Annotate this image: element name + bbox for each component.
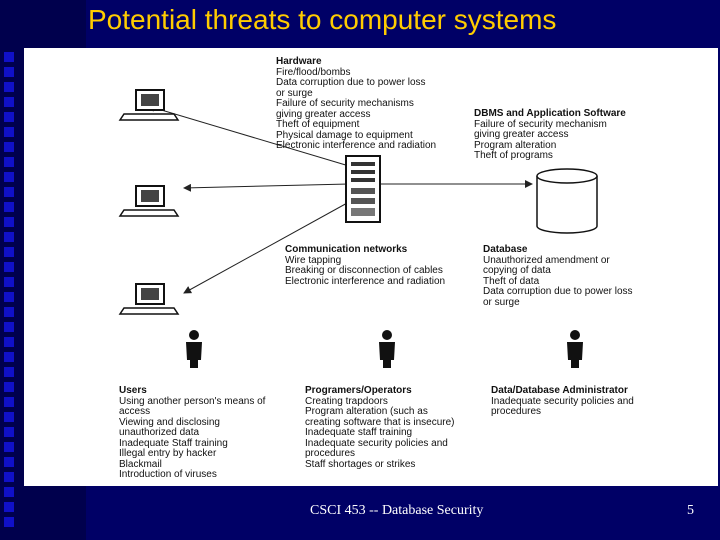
database-heading: Database — [483, 244, 528, 255]
communication-block: Communication networks Wire tapping Brea… — [285, 244, 446, 287]
communication-line: Wire tapping — [285, 254, 342, 266]
decorative-square — [4, 442, 14, 452]
dbms-line: Program alteration — [474, 139, 557, 151]
decorative-square — [4, 127, 14, 137]
decorative-square — [4, 187, 14, 197]
decorative-square — [4, 472, 14, 482]
hardware-line: or surge — [276, 87, 313, 99]
hardware-heading: Hardware — [276, 56, 322, 67]
database-line: Theft of data — [483, 275, 540, 287]
decorative-square — [4, 322, 14, 332]
hardware-line: Theft of equipment — [276, 119, 360, 130]
database-line: Data corruption due to power loss — [483, 286, 633, 297]
programmers-line: Program alteration (such as — [305, 406, 428, 417]
dba-line: procedures — [491, 406, 542, 417]
decorative-square — [4, 502, 14, 512]
decorative-square — [4, 142, 14, 152]
decorative-square — [4, 82, 14, 92]
dbms-line: giving greater access — [474, 129, 569, 140]
users-line: Blackmail — [119, 458, 162, 470]
decorative-square — [4, 397, 14, 407]
decorative-square — [4, 52, 14, 62]
arrow-to-terminal-3 — [183, 201, 350, 294]
dbms-heading: DBMS and Application Software — [474, 108, 626, 119]
decorative-square — [4, 352, 14, 362]
database-line: Unauthorized amendment or — [483, 254, 610, 266]
decorative-square — [4, 157, 14, 167]
database-line: or surge — [483, 296, 520, 308]
database-line: copying of data — [483, 265, 551, 276]
programmers-line: procedures — [305, 448, 356, 459]
decorative-square — [4, 367, 14, 377]
decorative-square — [4, 337, 14, 347]
decorative-square — [4, 382, 14, 392]
decorative-square — [4, 112, 14, 122]
decorative-square — [4, 202, 14, 212]
programmers-line: Inadequate staff training — [305, 427, 413, 438]
hardware-block: Hardware Fire/flood/bombs Data corruptio… — [276, 56, 437, 152]
dba-heading: Data/Database Administrator — [491, 385, 628, 396]
users-line: Inadequate Staff training — [119, 437, 228, 449]
hardware-line: Electronic interference and radiation — [276, 140, 437, 151]
programmers-heading: Programers/Operators — [305, 385, 412, 396]
arrow-to-terminal-2 — [183, 183, 350, 192]
slide-title: Potential threats to computer systems — [88, 4, 557, 35]
footer-course-text: CSCI 453 -- Database Security — [310, 503, 484, 518]
person-icon — [567, 330, 583, 368]
hardware-line: giving greater access — [276, 108, 371, 120]
decorative-square — [4, 67, 14, 77]
programmers-line: Creating trapdoors — [305, 395, 388, 407]
computer-terminal-icon — [118, 283, 180, 315]
users-line: access — [119, 406, 151, 417]
hardware-line: Failure of security mechanisms — [276, 98, 414, 109]
hardware-line: Physical damage to equipment — [276, 129, 413, 141]
decorative-square — [4, 427, 14, 437]
page-number: 5 — [687, 503, 694, 518]
person-icon — [379, 330, 395, 368]
decorative-square — [4, 457, 14, 467]
dbms-block: DBMS and Application Software Failure of… — [474, 108, 626, 162]
decorative-square — [4, 217, 14, 227]
programmers-line: creating software that is insecure) — [305, 416, 455, 428]
communication-line: Breaking or disconnection of cables — [285, 265, 443, 276]
computer-terminal-icon — [118, 185, 180, 217]
programmers-line: Staff shortages or strikes — [305, 458, 416, 470]
decorative-square — [4, 247, 14, 257]
computer-terminal-icon — [118, 89, 180, 121]
decorative-square — [4, 262, 14, 272]
hardware-line: Data corruption due to power loss — [276, 77, 426, 88]
communication-line: Electronic interference and radiation — [285, 275, 446, 287]
dbms-line: Failure of security mechanism — [474, 118, 607, 130]
arrow-to-terminal-1 — [147, 104, 350, 167]
database-block: Database Unauthorized amendment or copyi… — [483, 244, 633, 308]
decorative-square — [4, 97, 14, 107]
server-tower-icon — [345, 155, 381, 223]
users-heading: Users — [119, 385, 147, 396]
dba-block: Data/Database Administrator Inadequate s… — [491, 385, 634, 418]
decorative-square — [4, 277, 14, 287]
users-line: unauthorized data — [119, 427, 200, 438]
decorative-square — [4, 487, 14, 497]
programmers-line: Inadequate security policies and — [305, 437, 448, 449]
diagram-panel: Hardware Fire/flood/bombs Data corruptio… — [24, 48, 718, 486]
decorative-square — [4, 517, 14, 527]
hardware-line: Fire/flood/bombs — [276, 66, 351, 78]
communication-heading: Communication networks — [285, 244, 408, 255]
person-icon — [186, 330, 202, 368]
users-line: Viewing and disclosing — [119, 416, 220, 428]
decorative-square — [4, 232, 14, 242]
decorative-square — [4, 292, 14, 302]
dba-line: Inadequate security policies and — [491, 395, 634, 407]
database-cylinder-icon — [536, 168, 598, 234]
users-line: Using another person's means of — [119, 395, 266, 407]
diagram-graphics — [118, 89, 598, 368]
decorative-square — [4, 172, 14, 182]
users-line: Illegal entry by hacker — [119, 448, 217, 459]
dbms-line: Theft of programs — [474, 150, 553, 161]
decorative-square — [4, 307, 14, 317]
users-block: Users Using another person's means of ac… — [119, 385, 266, 481]
decorative-square — [4, 412, 14, 422]
users-line: Introduction of viruses — [119, 469, 217, 480]
programmers-block: Programers/Operators Creating trapdoors … — [305, 385, 455, 470]
